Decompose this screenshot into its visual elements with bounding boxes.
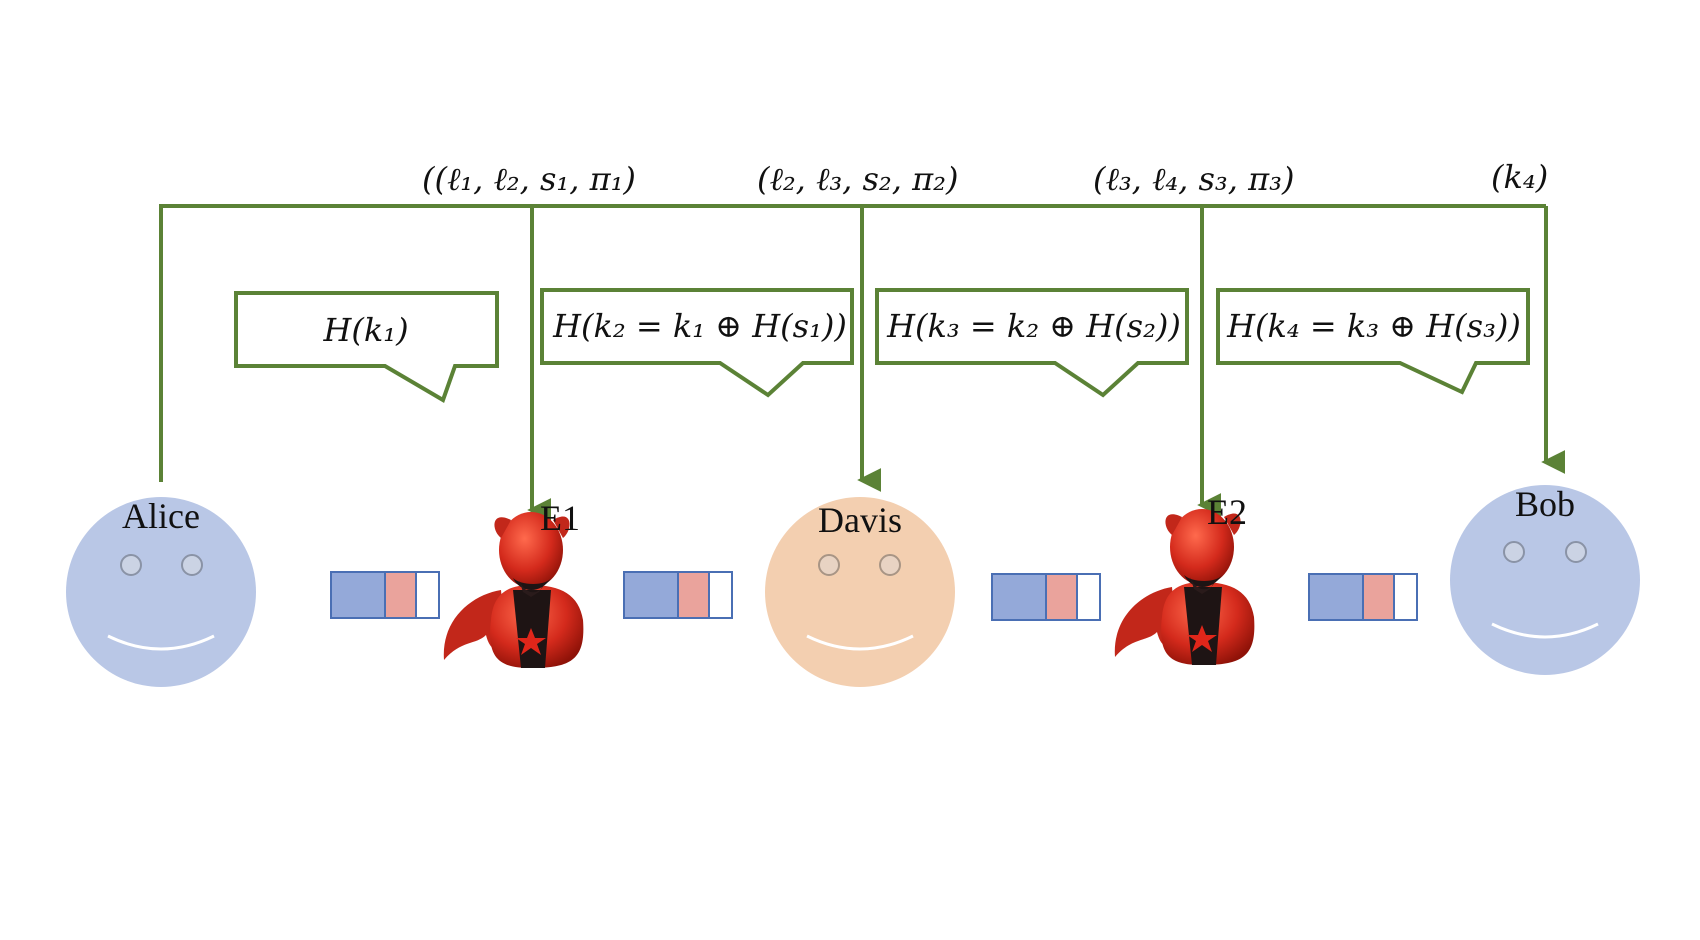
- packet-block-2: [623, 571, 733, 619]
- top-bus-line: [159, 204, 1546, 482]
- e1-label: E1: [540, 498, 580, 538]
- bob-node: Bob: [1450, 484, 1640, 675]
- callout-4-text: H(k₄ = k₃ ⊕ H(s₃)): [1226, 307, 1521, 345]
- davis-label: Davis: [818, 500, 902, 540]
- callout-3-shape: [875, 288, 1189, 398]
- bob-label: Bob: [1515, 484, 1575, 524]
- message-label-1: ((ℓ₁, ℓ₂, s₁, π₁): [422, 160, 636, 198]
- callout-2: H(k₂ = k₁ ⊕ H(s₁)): [540, 288, 854, 398]
- message-arrows: [159, 204, 1566, 522]
- e2-node: E2: [1114, 492, 1255, 665]
- callout-2-shape: [540, 288, 854, 398]
- alice-node: Alice: [66, 496, 256, 687]
- callout-1-shape: [234, 291, 499, 403]
- packet-block-3: [991, 573, 1101, 621]
- callout-1-text: H(k₁): [322, 311, 408, 349]
- e2-label: E2: [1207, 492, 1247, 532]
- packet-block-4: [1308, 573, 1418, 621]
- alice-label: Alice: [122, 496, 200, 536]
- message-label-4: (k₄): [1491, 158, 1548, 196]
- e1-node: E1: [443, 498, 584, 668]
- e2-devil-icon: [1114, 509, 1255, 665]
- callout-4-shape: [1216, 288, 1530, 395]
- message-label-2: (ℓ₂, ℓ₃, s₂, π₂): [757, 160, 958, 198]
- callout-3-text: H(k₃ = k₂ ⊕ H(s₂)): [886, 307, 1181, 345]
- davis-node: Davis: [765, 497, 955, 687]
- packet-block-1: [330, 571, 440, 619]
- callout-1: H(k₁): [234, 291, 499, 403]
- callout-4: H(k₄ = k₃ ⊕ H(s₃)): [1216, 288, 1530, 395]
- callout-2-text: H(k₂ = k₁ ⊕ H(s₁)): [552, 307, 847, 345]
- message-label-3: (ℓ₃, ℓ₄, s₃, π₃): [1093, 160, 1294, 198]
- callout-3: H(k₃ = k₂ ⊕ H(s₂)): [875, 288, 1189, 398]
- e1-devil-icon: [443, 512, 584, 668]
